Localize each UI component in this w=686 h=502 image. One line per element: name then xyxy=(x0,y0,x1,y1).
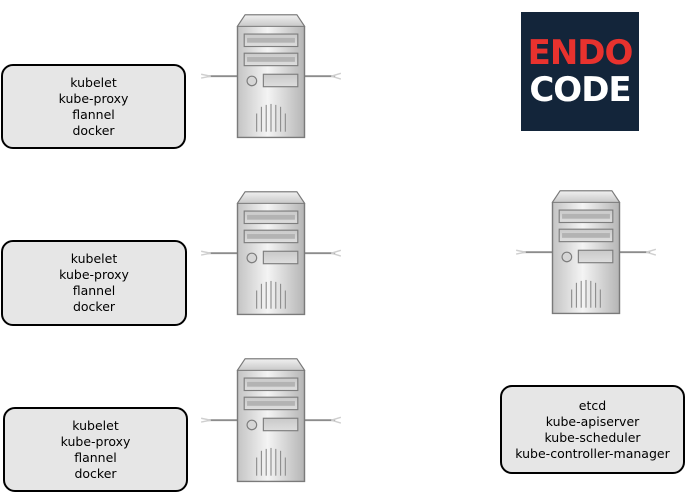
server-icon xyxy=(515,189,657,315)
service-label: flannel xyxy=(74,449,117,465)
server-icon xyxy=(200,190,342,316)
server-icon xyxy=(200,13,342,139)
service-label: flannel xyxy=(72,283,116,298)
service-label: flannel xyxy=(72,106,115,122)
service-label: kube-apiserver xyxy=(545,413,640,429)
service-label: etcd xyxy=(578,397,607,413)
endocode-logo: ENDO CODE xyxy=(521,12,639,131)
logo-line-2: CODE xyxy=(529,69,631,110)
master-node-box: etcd kube-apiserver kube-scheduler kube-… xyxy=(500,385,685,474)
server-icon xyxy=(200,357,342,483)
service-label: docker xyxy=(72,299,116,314)
service-label: kubelet xyxy=(70,74,117,90)
service-label: kube-proxy xyxy=(59,267,129,282)
service-label: kubelet xyxy=(72,417,119,433)
service-label: kube-proxy xyxy=(58,90,129,106)
service-label: kube-scheduler xyxy=(544,429,641,445)
service-label: kubelet xyxy=(70,251,118,266)
worker-node-box-1: kubelet kube-proxy flannel docker xyxy=(1,64,186,149)
service-label: kube-proxy xyxy=(60,433,131,449)
service-label: docker xyxy=(72,122,115,138)
worker-node-box-3: kubelet kube-proxy flannel docker xyxy=(3,407,188,492)
service-label: docker xyxy=(74,465,117,481)
service-label: kube-controller-manager xyxy=(515,445,670,461)
worker-node-box-2: kubelet kube-proxy flannel docker xyxy=(1,240,187,326)
logo-line-1: ENDO xyxy=(527,32,634,73)
